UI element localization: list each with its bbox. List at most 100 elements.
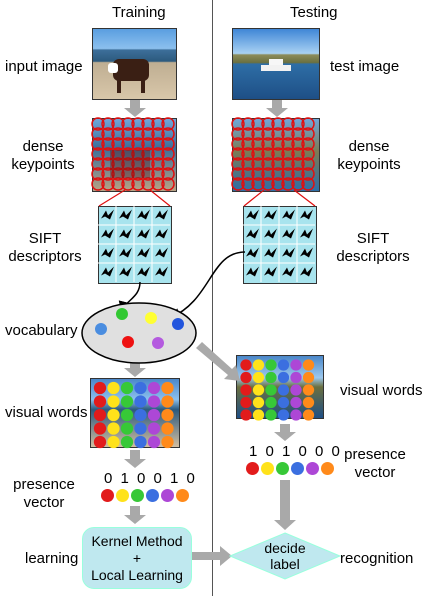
label-text: label — [270, 556, 300, 572]
keypoint-circle — [91, 157, 105, 171]
keypoint-circle — [271, 167, 285, 181]
visual-word-dot — [107, 395, 120, 408]
visual-word-dot — [134, 381, 147, 395]
visual-word-dot — [93, 395, 107, 408]
visual-word-dot — [147, 408, 161, 422]
visual-word-dot — [240, 371, 252, 384]
keypoint-circle — [281, 127, 295, 141]
visual-word-dot — [302, 409, 315, 421]
visual-word-dot — [265, 409, 277, 421]
keypoint-circle — [241, 117, 255, 131]
keypoint-circle — [291, 177, 305, 191]
visual-words-label-test: visual words — [340, 382, 423, 399]
keypoint-circle — [111, 137, 125, 151]
keypoint-circle — [261, 177, 275, 191]
visual-word-dot — [290, 371, 302, 384]
keypoint-circle — [261, 157, 275, 171]
keypoint-circle — [121, 137, 135, 151]
presence-dot — [291, 462, 304, 475]
keypoint-circle — [111, 157, 125, 171]
keypoint-circle — [161, 157, 175, 171]
sift-glyph — [300, 266, 313, 277]
visual-word-dot — [277, 409, 290, 421]
vocabulary-dot — [145, 312, 157, 324]
keypoint-circle — [271, 157, 285, 171]
keypoint-cow-shadow — [110, 150, 150, 178]
keypoint-circle — [261, 117, 275, 131]
keypoint-circle — [301, 127, 315, 141]
keypoint-circle — [101, 147, 115, 161]
keypoint-circle — [161, 177, 175, 191]
visual-word-dot — [302, 371, 315, 384]
keypoint-circle — [121, 117, 135, 131]
vocabulary-dot — [152, 337, 164, 349]
keypoint-circle — [141, 137, 155, 151]
vocabulary-ellipse — [81, 302, 197, 364]
visual-word-dot — [134, 422, 147, 435]
visual-words-dots-train — [93, 381, 174, 449]
visual-word-dot — [265, 371, 277, 384]
keypoint-circle — [271, 117, 285, 131]
keypoint-circle — [111, 167, 125, 181]
presence-dot — [161, 489, 174, 502]
keypoint-circle — [151, 157, 165, 171]
sift-glyph — [119, 266, 132, 277]
keypoint-circle — [291, 137, 305, 151]
presence-bits-test: 1 0 1 0 0 0 — [249, 443, 342, 460]
keypoint-circle — [251, 117, 265, 131]
keypoint-circle — [301, 137, 315, 151]
keypoint-circle — [101, 157, 115, 171]
sift-glyph — [119, 228, 132, 239]
keypoint-circle — [241, 137, 255, 151]
keypoint-circle — [111, 147, 125, 161]
keypoint-circle — [151, 137, 165, 151]
keypoint-circle — [91, 127, 105, 141]
keypoint-circle — [151, 177, 165, 191]
sift-glyph — [300, 247, 313, 258]
keypoint-circle — [101, 177, 115, 191]
keypoint-circle — [111, 117, 125, 131]
visual-words-label-train: visual words — [5, 404, 88, 421]
visual-word-dot — [302, 396, 315, 409]
sift-glyph — [246, 209, 259, 220]
sift-glyph — [101, 209, 114, 220]
keypoint-circle — [151, 167, 165, 181]
zoom-lines — [98, 189, 316, 207]
keypoint-circle — [131, 157, 145, 171]
decide-label-diamond — [228, 532, 342, 580]
keypoint-circle — [151, 147, 165, 161]
visual-word-dot — [277, 396, 290, 409]
keypoint-circle — [161, 167, 175, 181]
keypoint-circle — [111, 177, 125, 191]
presence-dot — [261, 462, 274, 475]
visual-word-dot — [161, 422, 174, 435]
descriptor-grid-lines-train — [98, 206, 170, 282]
sift-glyph — [246, 266, 259, 277]
visual-word-dot — [240, 396, 252, 409]
keypoint-circle — [291, 117, 305, 131]
visual-word-dot — [240, 384, 252, 396]
keypoint-circle — [231, 177, 245, 191]
input-image-label: input image — [5, 58, 83, 75]
keypoint-circle — [261, 167, 275, 181]
keypoint-circle — [161, 127, 175, 141]
test-image-label: test image — [330, 58, 400, 75]
keypoint-circle — [91, 137, 105, 151]
visual-word-dot — [161, 381, 174, 395]
presence-dot — [276, 462, 289, 475]
visual-word-dot — [147, 395, 161, 408]
keypoint-circle — [301, 167, 315, 181]
visual-word-dot — [147, 435, 161, 449]
visual-word-dot — [252, 371, 265, 384]
sift-glyph — [282, 228, 295, 239]
visual-word-dot — [120, 395, 134, 408]
vocabulary-dot — [122, 336, 134, 348]
sift-glyph — [264, 228, 277, 239]
keypoint-circle — [291, 147, 305, 161]
vocabulary-dot — [116, 308, 128, 320]
keypoint-circle — [111, 127, 125, 141]
sift-glyph — [137, 266, 150, 277]
keypoint-circle — [101, 137, 115, 151]
